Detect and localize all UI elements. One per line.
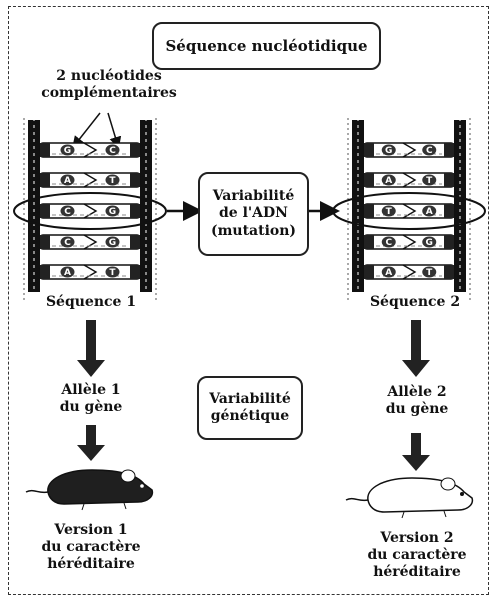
mutation-box-line1: Variabilité	[212, 187, 295, 204]
right-base-3-2: A	[426, 207, 433, 217]
right-base-1-1: G	[385, 146, 392, 156]
annotation-arrow-right	[107, 112, 122, 149]
version-2-line1: Version 2	[380, 530, 454, 546]
version-1-line2: du caractère	[41, 538, 141, 555]
genetic-variability-line2: génétique	[210, 408, 290, 424]
version-1-line1: Version 1	[54, 522, 128, 538]
mouse-left	[25, 469, 154, 511]
allele-1-line1: Allèle 1	[61, 382, 121, 398]
left-base-3-2: G	[109, 207, 116, 217]
mutation-box-line3: (mutation)	[210, 222, 297, 239]
left-base-2-1: A	[64, 176, 71, 186]
allele-2-line2: du gène	[385, 400, 449, 417]
dna-backbone-left-strand-2	[140, 120, 152, 292]
right-base-3-1: T	[386, 207, 393, 217]
figure-frame	[8, 6, 489, 595]
nucleotides-annotation-line2: complémentaires	[41, 84, 177, 101]
left-base-5-1: A	[64, 268, 71, 278]
left-base-1-2: C	[109, 146, 116, 156]
allele-1-label: Allèle 1 du gène	[30, 382, 152, 416]
version-2-line3: héréditaire	[373, 563, 461, 580]
annotation-arrow-left	[72, 112, 101, 149]
right-base-2-2: T	[426, 176, 433, 186]
down-arrow-right-2	[402, 433, 430, 471]
version-2-label: Version 2 du caractère héréditaire	[346, 530, 488, 580]
allele-2-label: Allèle 2 du gène	[356, 384, 478, 418]
mutation-box: Variabilité de l'ADN (mutation)	[198, 172, 309, 256]
down-arrow-right-1	[402, 320, 430, 377]
nucleotides-annotation-line1: 2 nucléotides	[56, 68, 162, 84]
title-box: Séquence nucléotidique	[152, 22, 381, 70]
left-base-4-1: C	[64, 238, 71, 248]
mutation-box-line2: de l'ADN	[219, 205, 288, 222]
allele-1-line2: du gène	[59, 398, 123, 415]
genetic-variability-box: Variabilité génétique	[197, 376, 303, 440]
genetic-variability-line1: Variabilité	[209, 390, 291, 407]
version-1-line3: héréditaire	[47, 555, 135, 572]
version-1-label: Version 1 du caractère héréditaire	[20, 522, 162, 572]
right-base-5-2: T	[426, 268, 433, 278]
sequence-1-label: Séquence 1	[45, 294, 137, 310]
right-base-4-1: C	[385, 238, 392, 248]
right-base-4-2: G	[426, 238, 433, 248]
title: Séquence nucléotidique	[165, 36, 368, 55]
right-base-5-1: A	[385, 268, 392, 278]
allele-2-line1: Allèle 2	[387, 384, 447, 400]
down-arrow-left-1	[77, 320, 105, 377]
right-base-2-1: A	[385, 176, 392, 186]
left-base-1-1: G	[64, 146, 71, 156]
mouse-right	[345, 477, 474, 519]
down-arrow-left-2	[77, 425, 105, 461]
left-base-2-2: T	[109, 176, 116, 186]
down-arrows	[77, 320, 430, 471]
left-base-5-2: T	[109, 268, 116, 278]
dna-backbone-left-strand-1	[28, 120, 40, 292]
version-2-line2: du caractère	[367, 546, 467, 563]
left-base-4-2: G	[109, 238, 116, 248]
sequence-2-label: Séquence 2	[369, 294, 461, 310]
right-base-1-2: C	[426, 146, 433, 156]
nucleotides-annotation: 2 nucléotides complémentaires	[14, 68, 204, 102]
dna-backbone-right-strand-2	[454, 120, 466, 292]
left-base-3-1: C	[64, 207, 71, 217]
dna-backbone-right-strand-1	[352, 120, 364, 292]
highlight-ellipse-left	[13, 192, 167, 230]
